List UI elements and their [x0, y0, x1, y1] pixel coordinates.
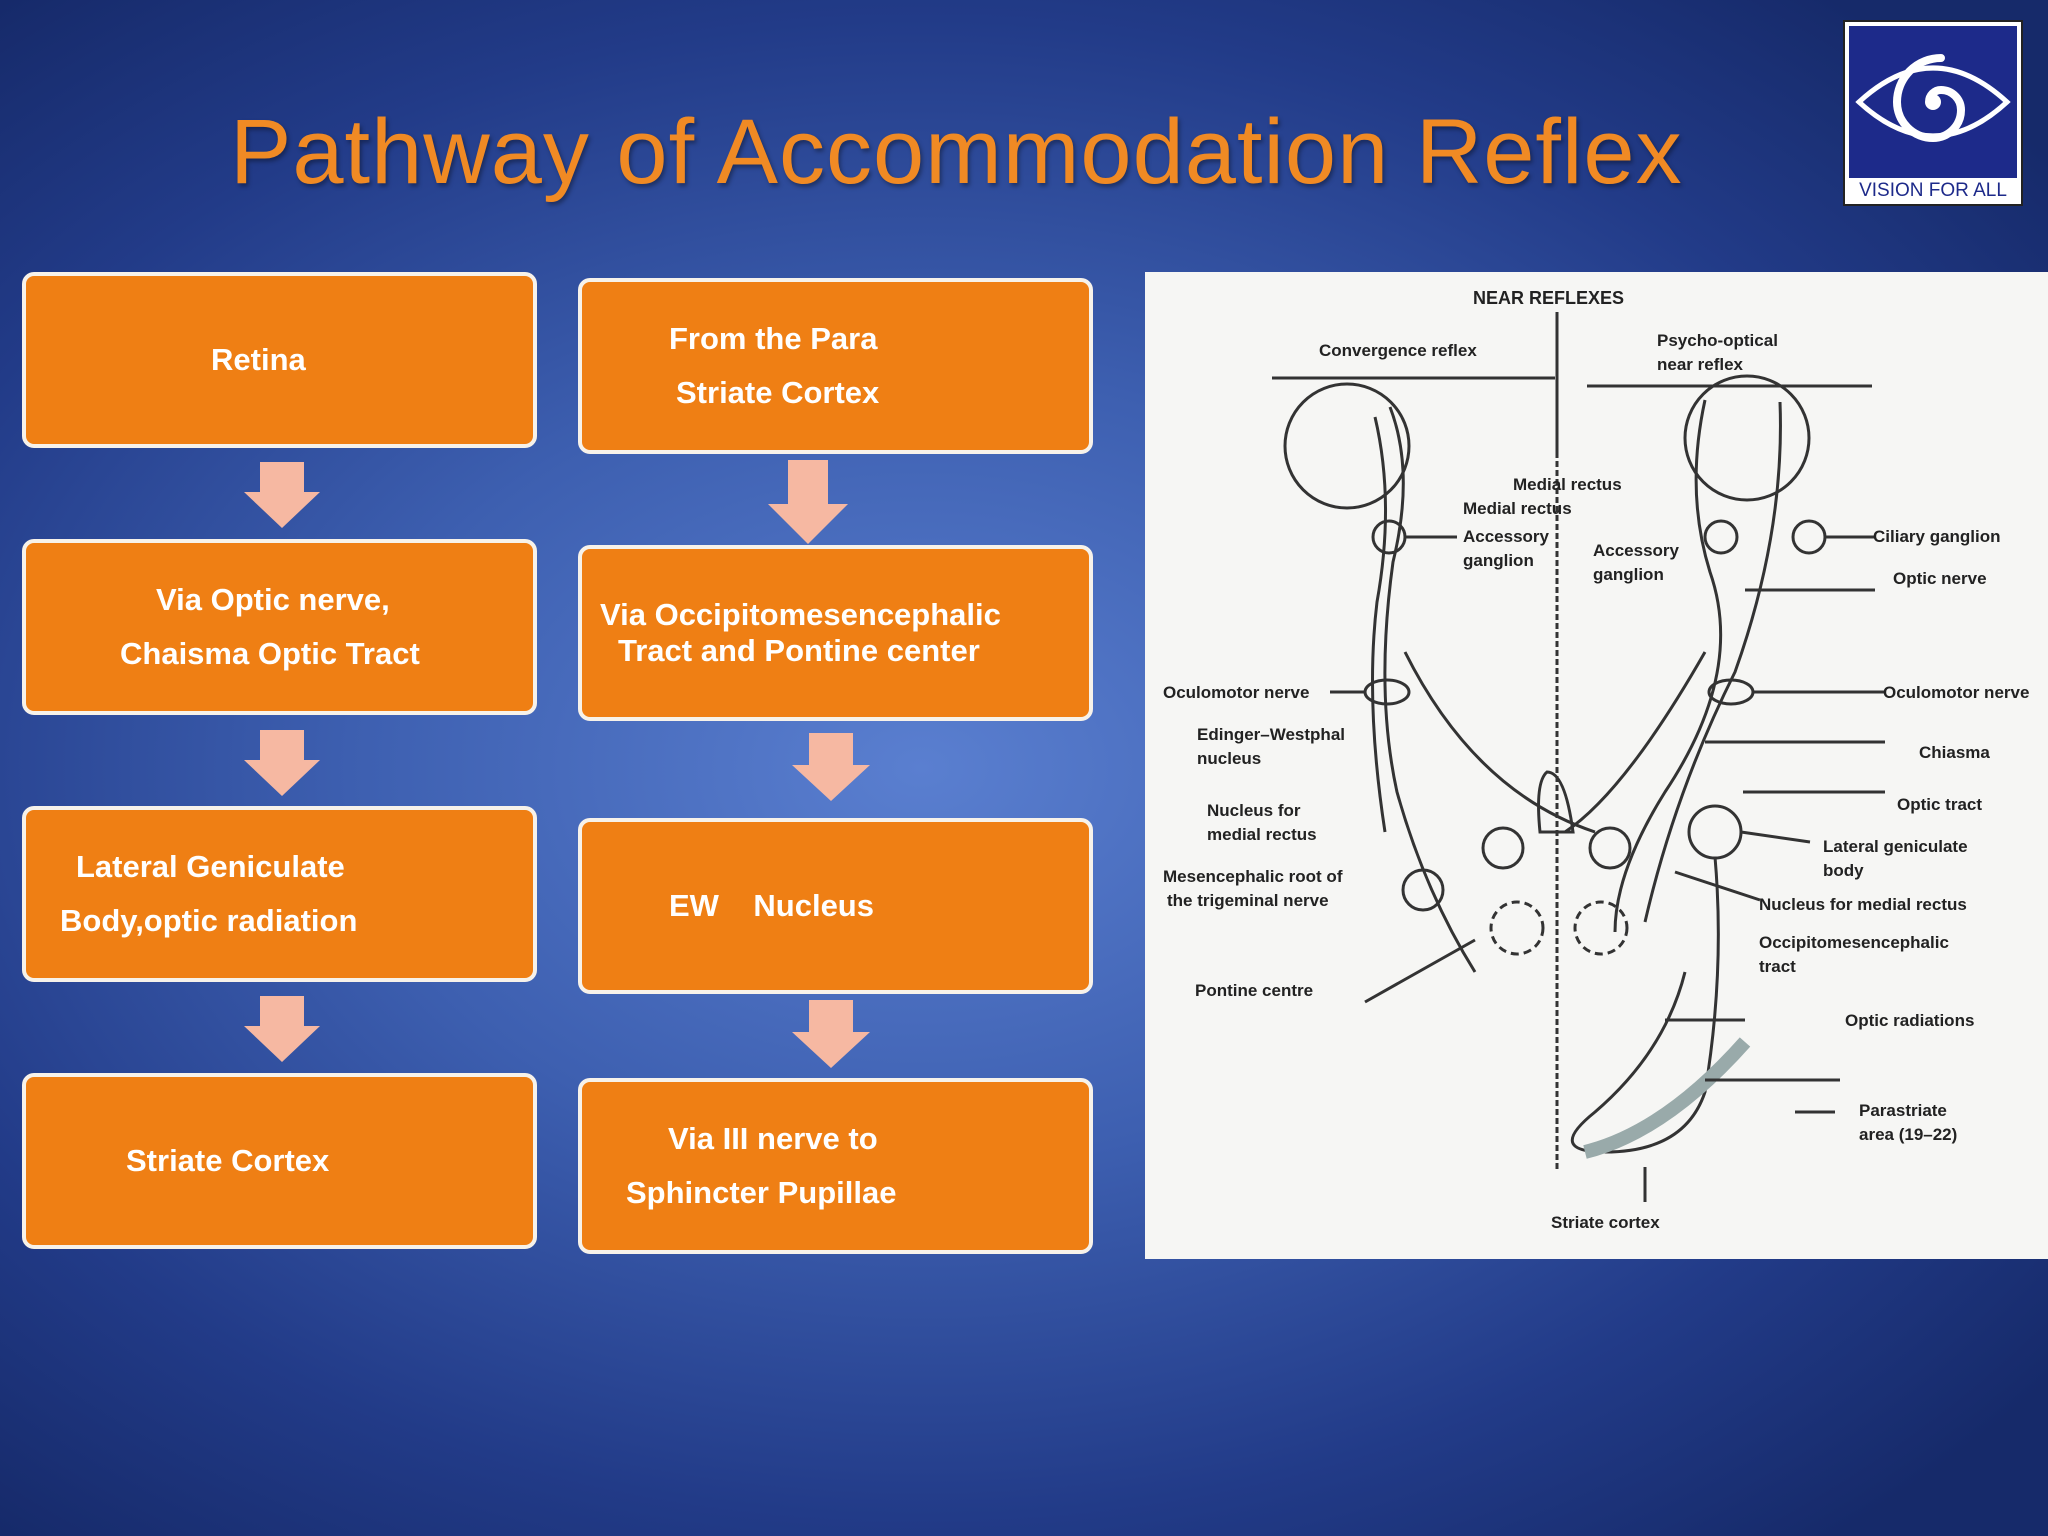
label-psycho-optical: near reflex	[1657, 355, 1744, 374]
label-mesencephalic-root: the trigeminal nerve	[1167, 891, 1329, 910]
label-medial-rectus: Medial rectus	[1463, 499, 1572, 518]
vision-for-all-logo: VISION FOR ALL	[1843, 20, 2023, 206]
label-parastriate-area: area (19–22)	[1859, 1125, 1957, 1144]
slide-title: Pathway of Accommodation Reflex	[230, 101, 1683, 203]
logo-text: VISION FOR ALL	[1845, 178, 2021, 204]
label-psycho-optical: Psycho-optical	[1657, 331, 1778, 350]
spiral-eye-icon	[1849, 26, 2017, 178]
label-pontine-centre: Pontine centre	[1195, 981, 1313, 1000]
label-medial-rectus: Medial rectus	[1513, 475, 1622, 494]
box-line: Striate Cortex	[126, 1143, 330, 1178]
down-arrow	[768, 460, 848, 549]
label-mesencephalic-root: Mesencephalic root of	[1163, 867, 1343, 886]
label-occipitomesencephalic: Occipitomesencephalic	[1759, 933, 1949, 952]
label-accessory-ganglion: Accessory	[1463, 527, 1550, 546]
diagram-heading: NEAR REFLEXES	[1473, 288, 1624, 308]
flow-box-lateral-geniculate: Lateral Geniculate Body,optic radiation	[22, 806, 537, 982]
label-accessory-ganglion: ganglion	[1593, 565, 1664, 584]
flow-box-occipitomesencephalic: Via Occipitomesencephalic Tract and Pont…	[578, 545, 1093, 721]
flow-box-striate-cortex: Striate Cortex	[22, 1073, 537, 1249]
box-line: Sphincter Pupillae	[626, 1175, 897, 1210]
label-accessory-ganglion: Accessory	[1593, 541, 1680, 560]
flow-box-ew-nucleus: EW Nucleus	[578, 818, 1093, 994]
flow-box-parastriate-cortex: From the Para Striate Cortex	[578, 278, 1093, 454]
label-nucleus-medial-rectus-right: Nucleus for medial rectus	[1759, 895, 1967, 914]
label-convergence-reflex: Convergence reflex	[1319, 341, 1477, 360]
flow-box-optic-nerve: Via Optic nerve, Chaisma Optic Tract	[22, 539, 537, 715]
box-line: Tract and Pontine center	[618, 633, 980, 668]
label-edinger-westphal: nucleus	[1197, 749, 1261, 768]
box-line: Lateral Geniculate	[76, 849, 345, 884]
label-nucleus-medial-rectus: medial rectus	[1207, 825, 1317, 844]
box-line: Chaisma Optic Tract	[120, 636, 420, 671]
label-lateral-geniculate: body	[1823, 861, 1864, 880]
label-oculomotor-nerve: Oculomotor nerve	[1883, 683, 2029, 702]
box-line: Body,optic radiation	[60, 903, 358, 938]
flow-box-iii-nerve: Via III nerve to Sphincter Pupillae	[578, 1078, 1093, 1254]
box-line: Striate Cortex	[676, 375, 880, 410]
down-arrow	[244, 462, 320, 533]
box-line: Via Optic nerve,	[156, 582, 390, 617]
label-optic-tract: Optic tract	[1897, 795, 1982, 814]
label-parastriate-area: Parastriate	[1859, 1101, 1947, 1120]
label-occipitomesencephalic: tract	[1759, 957, 1796, 976]
box-line: From the Para	[669, 321, 878, 356]
label-ciliary-ganglion: Ciliary ganglion	[1873, 527, 2001, 546]
label-accessory-ganglion: ganglion	[1463, 551, 1534, 570]
box-line: Retina	[211, 342, 306, 377]
box-line: EW Nucleus	[669, 888, 874, 923]
down-arrow	[244, 996, 320, 1067]
flow-box-retina: Retina	[22, 272, 537, 448]
label-chiasma: Chiasma	[1919, 743, 1990, 762]
label-edinger-westphal: Edinger–Westphal	[1197, 725, 1345, 744]
near-reflexes-diagram: NEAR REFLEXES Convergence reflex Psycho-…	[1145, 272, 2048, 1259]
down-arrow	[244, 730, 320, 801]
label-lateral-geniculate: Lateral geniculate	[1823, 837, 1968, 856]
down-arrow	[792, 733, 870, 806]
label-optic-nerve: Optic nerve	[1893, 569, 1987, 588]
label-optic-radiations: Optic radiations	[1845, 1011, 1974, 1030]
box-line: Via III nerve to	[668, 1121, 878, 1156]
down-arrow	[792, 1000, 870, 1073]
box-line: Via Occipitomesencephalic	[600, 597, 1001, 632]
label-nucleus-medial-rectus: Nucleus for	[1207, 801, 1301, 820]
label-striate-cortex: Striate cortex	[1551, 1213, 1660, 1232]
label-oculomotor-nerve: Oculomotor nerve	[1163, 683, 1309, 702]
